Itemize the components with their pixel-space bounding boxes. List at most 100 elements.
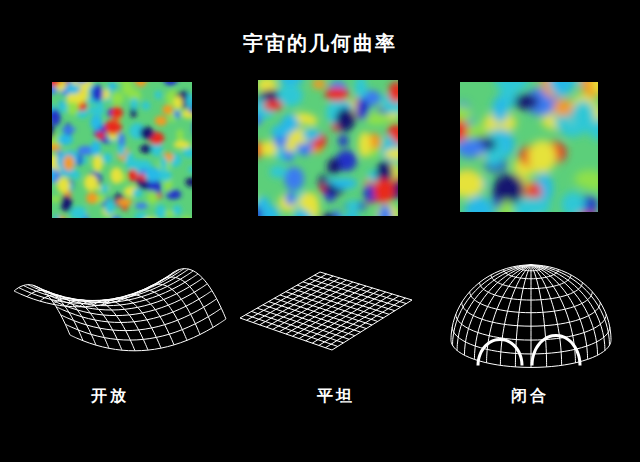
flat-surface [325,298,405,348]
dome-surface [451,265,531,340]
fluctuation-spot [588,172,598,192]
fluctuation-spot [53,215,66,218]
flat-surface [306,292,386,341]
fluctuation-spot [282,114,298,132]
fluctuation-spot [91,141,101,156]
diagram-title: 宇宙的几何曲率 [243,30,397,57]
fluctuation-spot [492,96,508,123]
fluctuation-spot [572,100,595,132]
fluctuation-spot [145,167,161,182]
fluctuation-spot [155,116,168,126]
fluctuation-spot [71,170,80,180]
map-ground [52,82,192,218]
fluctuation-spot [358,132,371,158]
fluctuation-spot [116,82,133,83]
fluctuation-spot [110,92,124,105]
flat-surface [299,290,379,339]
geometry-label: 开放 [91,386,129,407]
fluctuation-spot [52,144,61,151]
fluctuation-spot [561,192,585,212]
fluctuation-spot [74,82,90,83]
fluctuation-spot [102,153,112,163]
fluctuation-spot [388,82,398,103]
saddle-surface [70,319,226,351]
fluctuation-spot [338,135,348,147]
fluctuation-spot [156,204,166,218]
saddle-surface [144,284,200,334]
saddle-surface [47,278,203,310]
fluctuation-spot [57,177,70,193]
fluctuation-spot [130,98,138,110]
fluctuation-spot [185,177,192,186]
dome-surface [487,265,531,363]
fluctuation-spot [384,148,398,160]
saddle-surface [105,298,161,348]
fluctuation-spot [528,140,557,172]
fluctuation-spot [133,188,143,197]
fluctuation-spot [493,174,525,204]
fluctuation-spot [118,133,125,147]
fluctuation-spot [464,196,493,212]
fluctuation-spot [61,195,73,212]
fluctuation-spot [70,206,88,218]
fluctuation-spot [302,129,321,140]
fluctuation-spot [111,216,121,218]
geometry-label: 闭合 [511,386,549,407]
fluctuation-spot [67,102,79,116]
map-ground [258,80,398,216]
saddle-surface [42,274,198,306]
fluctuation-spot [141,101,150,110]
fluctuation-spot [92,140,99,152]
fluctuation-spot [162,105,173,115]
geometry-label: 平坦 [317,386,355,407]
fluctuation-spot [258,197,270,211]
fluctuation-spot [320,213,337,216]
fluctuation-spot [515,197,551,212]
fluctuation-spot [355,80,367,100]
dome-arch [532,335,580,365]
flat-surface [332,300,412,350]
fluctuation-spot [181,216,192,218]
saddle-surface [61,299,217,331]
fluctuation-spot [309,197,319,216]
fluctuation-spot [116,198,133,206]
fluctuation-spot [269,166,286,178]
fluctuation-spot [173,96,182,110]
fluctuation-spot [87,107,104,115]
fluctuation-spot [498,200,515,212]
saddle-surface [170,269,226,319]
fluctuation-spot [549,82,574,96]
fluctuation-spot [134,82,147,87]
dome-surface [500,265,531,365]
fluctuation-spot [140,126,154,139]
curvature-surfaces [14,265,611,368]
fluctuation-spot [58,134,73,145]
flat-surface [319,296,399,345]
fluctuation-spot [92,154,102,172]
cmb-map [258,80,398,216]
fluctuation-spot [100,184,109,192]
fluctuation-spot [52,167,55,181]
cmb-maps [41,62,612,231]
saddle-surface [51,284,207,316]
flat-surface [312,294,392,343]
fluctuation-spot [160,156,167,170]
fluctuation-spot [460,139,485,158]
fluctuation-spot [174,110,180,118]
cmb-map [52,82,192,218]
fluctuation-spot [54,214,60,218]
fluctuation-spot [378,205,392,216]
fluctuation-spot [52,109,61,126]
dome-surface [531,265,609,346]
fluctuation-spot [460,119,468,141]
fluctuation-spot [125,152,134,169]
dome-surface [531,265,532,368]
fluctuation-spot [59,218,67,219]
fluctuation-spot [173,141,190,149]
fluctuation-spot [346,200,361,210]
fluctuation-spot [108,82,118,90]
fluctuation-spot [105,200,116,215]
dome-surface [457,265,531,351]
fluctuation-spot [186,93,192,110]
fluctuation-spot [335,108,355,131]
